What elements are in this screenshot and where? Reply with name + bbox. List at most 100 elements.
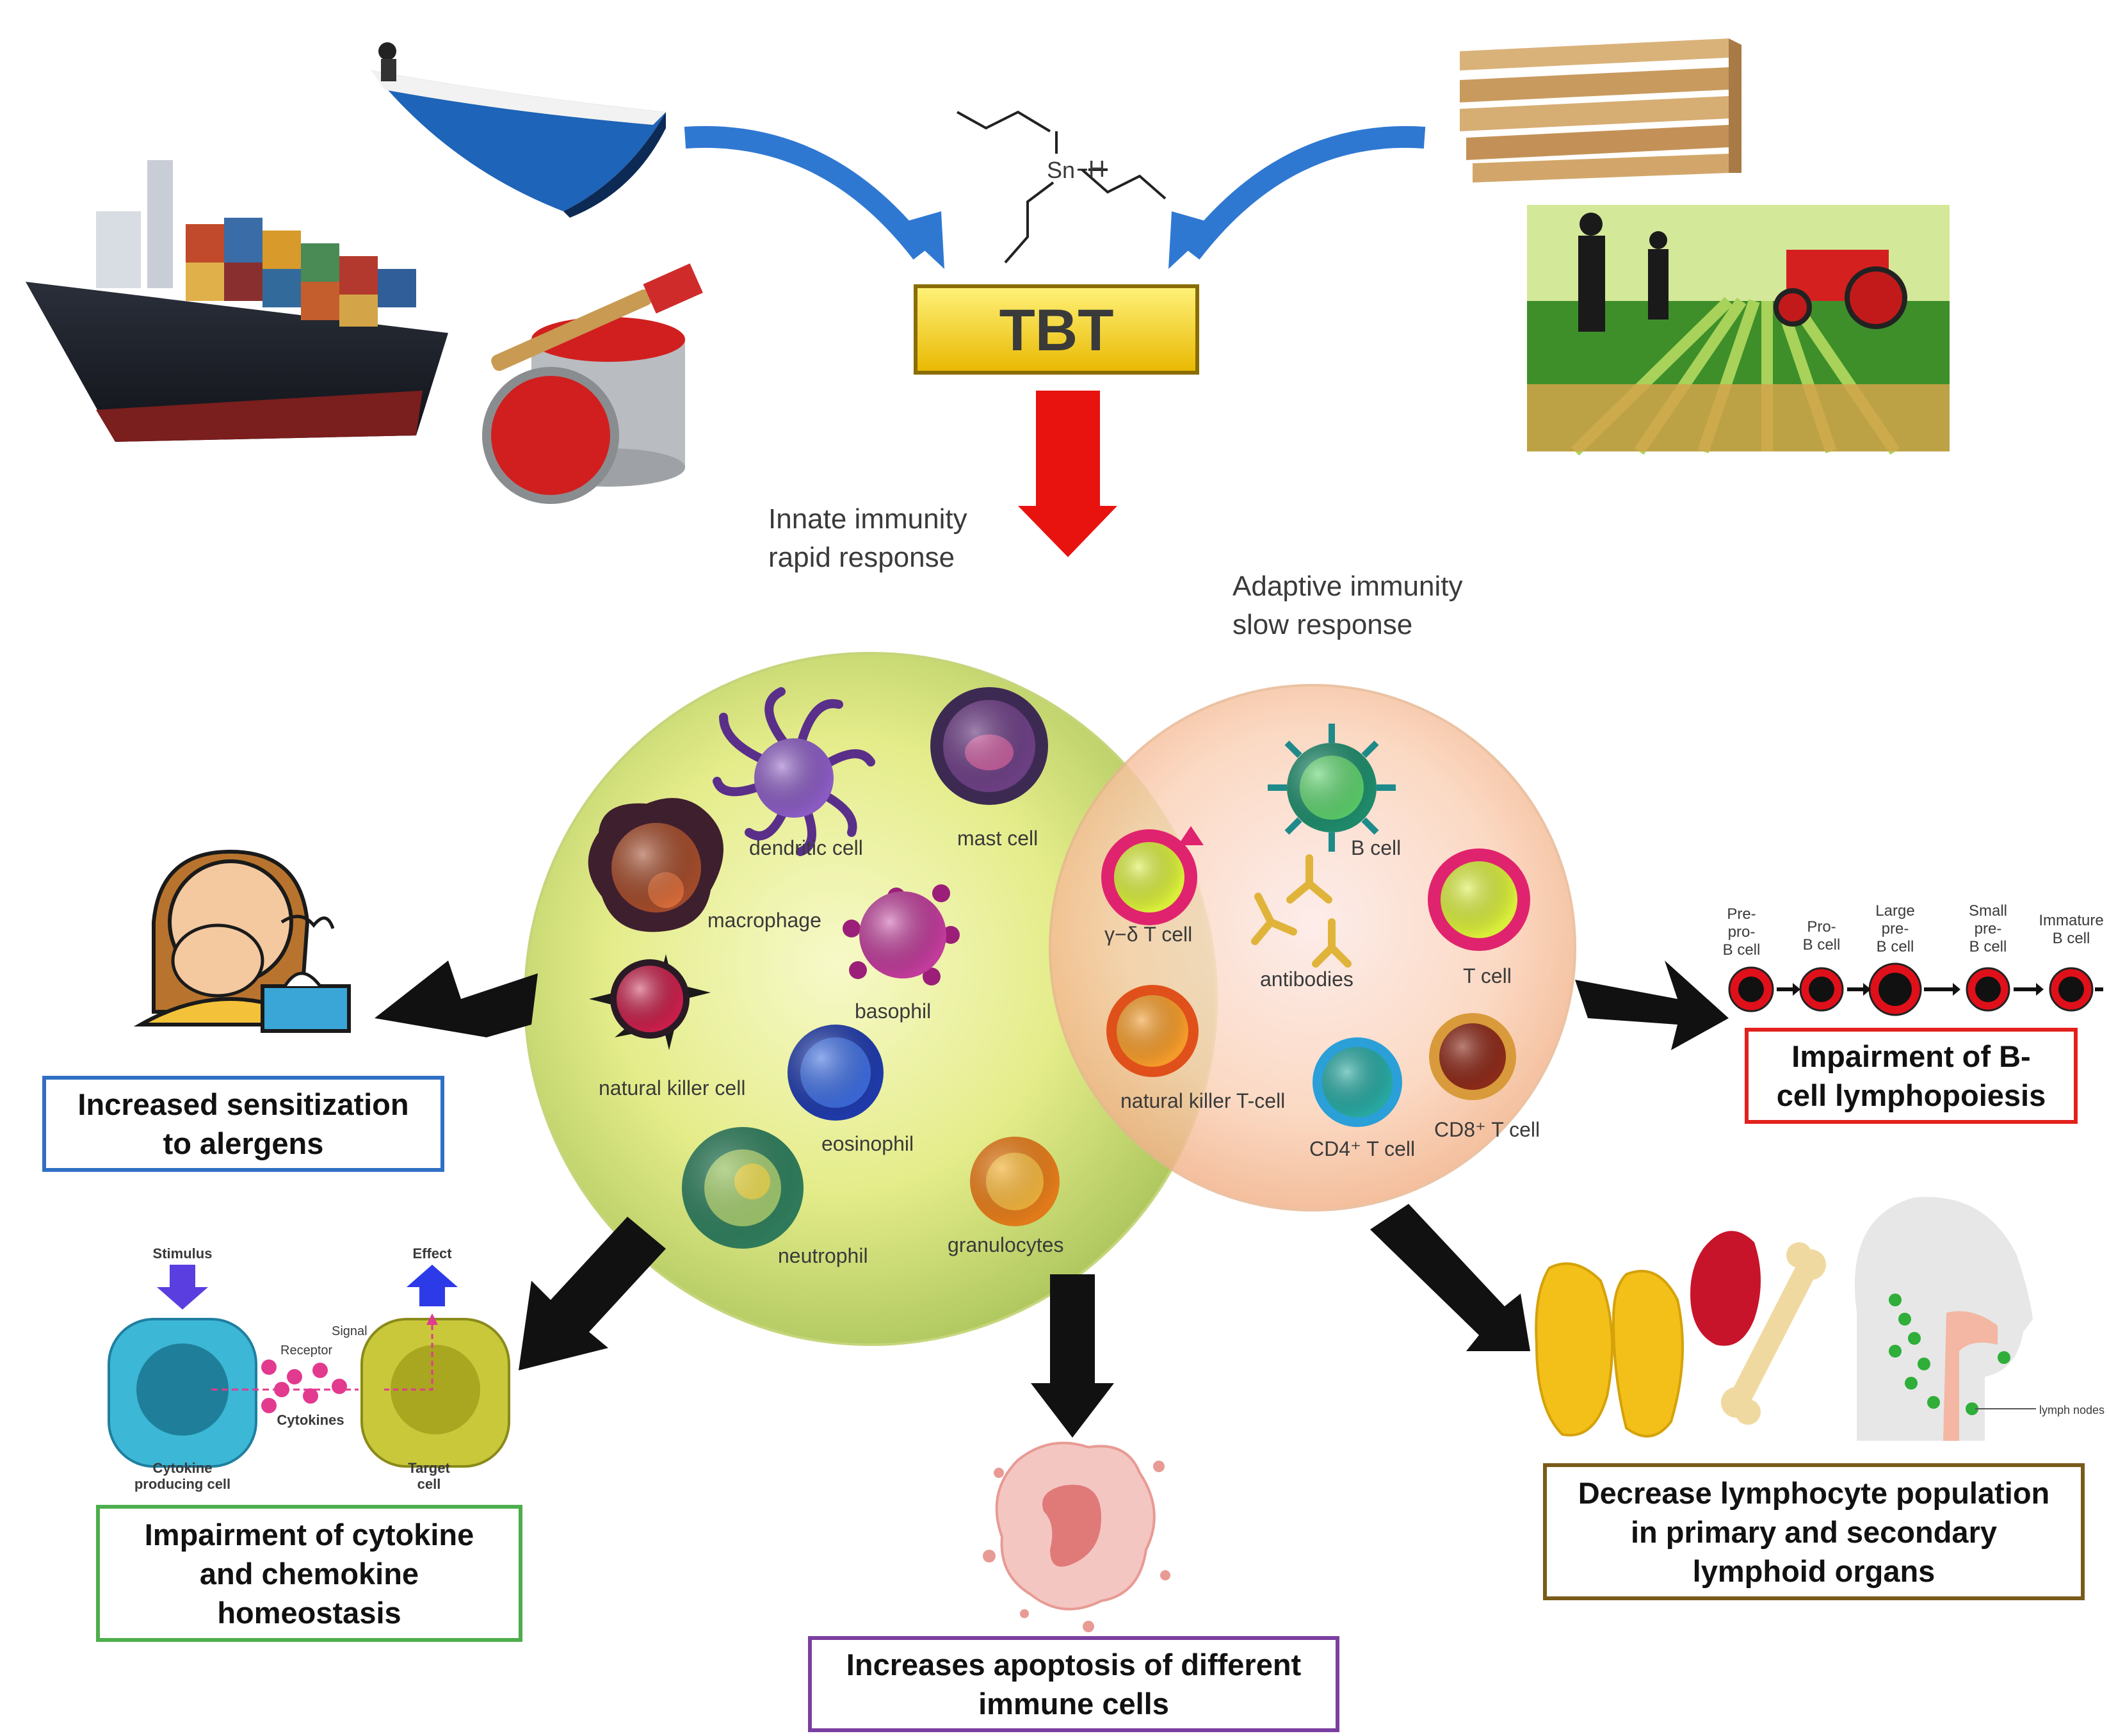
cd4-t-cell-label: CD4⁺ T cell — [1309, 1137, 1415, 1160]
blue-arrowhead-right — [1168, 211, 1216, 269]
bone-icon — [1721, 1242, 1826, 1425]
cd8-t-cell-label: CD8⁺ T cell — [1434, 1118, 1540, 1141]
bcell-stage-1-l1: Pre- — [1727, 905, 1756, 923]
bcell-stage-4-l3: B cell — [1969, 938, 2007, 955]
paint-can-image — [482, 263, 703, 504]
outcome-allergens-box: Increased sensitization to alergens — [42, 1076, 444, 1172]
blue-arrow-left — [684, 126, 931, 260]
tbt-label: TBT — [999, 298, 1114, 363]
innate-line2: rapid response — [768, 542, 955, 573]
arrow-to-cytokine — [519, 1217, 666, 1370]
cytokines-label: Cytokines — [277, 1412, 344, 1428]
bcell-stage-4 — [1966, 967, 2010, 1012]
bcell-stage-2 — [1799, 967, 1844, 1012]
basophil-icon — [843, 884, 960, 986]
head-lymph-nodes-icon — [1854, 1197, 2036, 1441]
wood-planks-image — [1460, 38, 1741, 183]
signal-path — [384, 1313, 438, 1391]
bcell-stage-3-l3: B cell — [1877, 938, 1914, 955]
stimulus-arrow — [157, 1265, 208, 1310]
eosinophil-label: eosinophil — [821, 1132, 914, 1155]
cd8-t-cell-icon — [1429, 1013, 1516, 1100]
bcell-stage-arrows — [1777, 983, 2103, 996]
sneezing-person-icon — [133, 849, 351, 1033]
macrophage-label: macrophage — [707, 909, 821, 932]
adaptive-line1: Adaptive immunity — [1232, 571, 1462, 602]
outcome-apoptosis-text: Increases apoptosis of different immune … — [846, 1648, 1302, 1721]
target-cell-icon — [360, 1318, 510, 1468]
effect-label: Effect — [412, 1245, 452, 1261]
boat-image — [371, 42, 666, 218]
formula-sn: Sn — [1047, 157, 1075, 183]
producing-label-1: Cytokine — [153, 1460, 213, 1476]
dendritic-cell-label: dendritic cell — [749, 836, 863, 859]
tbt-structure — [957, 110, 1167, 264]
effect-arrow — [407, 1265, 458, 1306]
outcome-bcell-text: Impairment of B- cell lymphopoiesis — [1776, 1039, 2046, 1112]
blue-arrowhead-left — [896, 211, 944, 269]
outcome-bcell-box: Impairment of B- cell lymphopoiesis — [1745, 1028, 2078, 1124]
b-cell-icon — [1268, 724, 1396, 852]
dendritic-cell-icon — [713, 687, 875, 856]
bcell-stage-2-l2: B cell — [1803, 936, 1841, 953]
bcell-stage-3 — [1868, 962, 1922, 1016]
adaptive-line2: slow response — [1232, 609, 1412, 640]
basophil-label: basophil — [855, 1000, 931, 1023]
natural-killer-cell-icon — [589, 954, 711, 1050]
arrow-to-apoptosis — [1031, 1274, 1114, 1438]
outcome-cytokine-box: Impairment of cytokine and chemokine hom… — [96, 1505, 522, 1642]
bcell-stage-1-l2: pro- — [1728, 923, 1756, 941]
bcell-stage-1 — [1728, 966, 1774, 1012]
innate-line1: Innate immunity — [768, 503, 967, 535]
macrophage-icon — [588, 798, 723, 932]
mast-cell-label: mast cell — [957, 827, 1038, 850]
granulocytes-label: granulocytes — [948, 1233, 1063, 1256]
bcell-stage-4-l2: pre- — [1975, 920, 2002, 937]
receptor-label: Receptor — [280, 1343, 332, 1358]
neutrophil-icon — [682, 1127, 804, 1249]
red-down-arrow — [1018, 391, 1117, 557]
bcell-stage-3-l1: Large — [1875, 902, 1914, 920]
bcell-stage-2-l1: Pro- — [1807, 918, 1836, 936]
outcome-apoptosis-box: Increases apoptosis of different immune … — [808, 1636, 1339, 1732]
natural-killer-cell-label: natural killer cell — [599, 1076, 745, 1099]
cytokine-dots — [261, 1359, 347, 1413]
apoptotic-cell-icon — [983, 1441, 1170, 1632]
arrow-to-allergens — [375, 961, 538, 1037]
granulocytes-icon — [970, 1137, 1060, 1226]
cargo-ship-image — [26, 160, 448, 442]
bcell-stage-5-l1: Immature — [2039, 912, 2103, 929]
outcome-allergens-text: Increased sensitization to alergens — [77, 1087, 409, 1160]
stimulus-label: Stimulus — [153, 1245, 213, 1261]
cytokine-producing-cell-icon — [108, 1318, 257, 1468]
spleen-icon — [1690, 1231, 1761, 1346]
cd4-t-cell-icon — [1313, 1037, 1402, 1127]
bcell-stage-4-l1: Small — [1969, 902, 2007, 920]
thymus-icon — [1535, 1262, 1684, 1438]
farm-field-image — [1527, 205, 1950, 456]
b-cell-label: B cell — [1351, 836, 1401, 859]
bcell-stage-5 — [2049, 967, 2094, 1012]
bcell-stage-5-l2: B cell — [2053, 930, 2090, 947]
signal-label: Signal — [332, 1324, 368, 1338]
eosinophil-icon — [788, 1025, 884, 1121]
t-cell-label: T cell — [1463, 964, 1512, 987]
formula-h: H — [1088, 156, 1105, 182]
producing-label-2: producing cell — [134, 1476, 230, 1492]
arrow-to-bcell — [1575, 961, 1729, 1050]
lymph-nodes-label: lymph nodes — [2039, 1404, 2105, 1416]
tbt-box — [914, 284, 1199, 375]
t-cell-icon — [1428, 848, 1530, 951]
outcome-lymphocyte-box: Decrease lymphocyte population in primar… — [1543, 1463, 2085, 1600]
mast-cell-icon — [930, 687, 1048, 805]
antibodies-icon — [1251, 854, 1352, 968]
antibodies-label: antibodies — [1260, 968, 1353, 991]
gamma-delta-t-cell-label: γ−δ T cell — [1104, 923, 1192, 946]
outcome-cytokine-text: Impairment of cytokine and chemokine hom… — [144, 1517, 474, 1630]
outcome-lymphocyte-text: Decrease lymphocyte population in primar… — [1578, 1475, 2050, 1588]
neutrophil-label: neutrophil — [778, 1244, 868, 1267]
target-label-2: cell — [417, 1476, 441, 1492]
arrow-to-lymphocyte — [1370, 1204, 1530, 1351]
blue-arrow-right — [1182, 126, 1426, 260]
